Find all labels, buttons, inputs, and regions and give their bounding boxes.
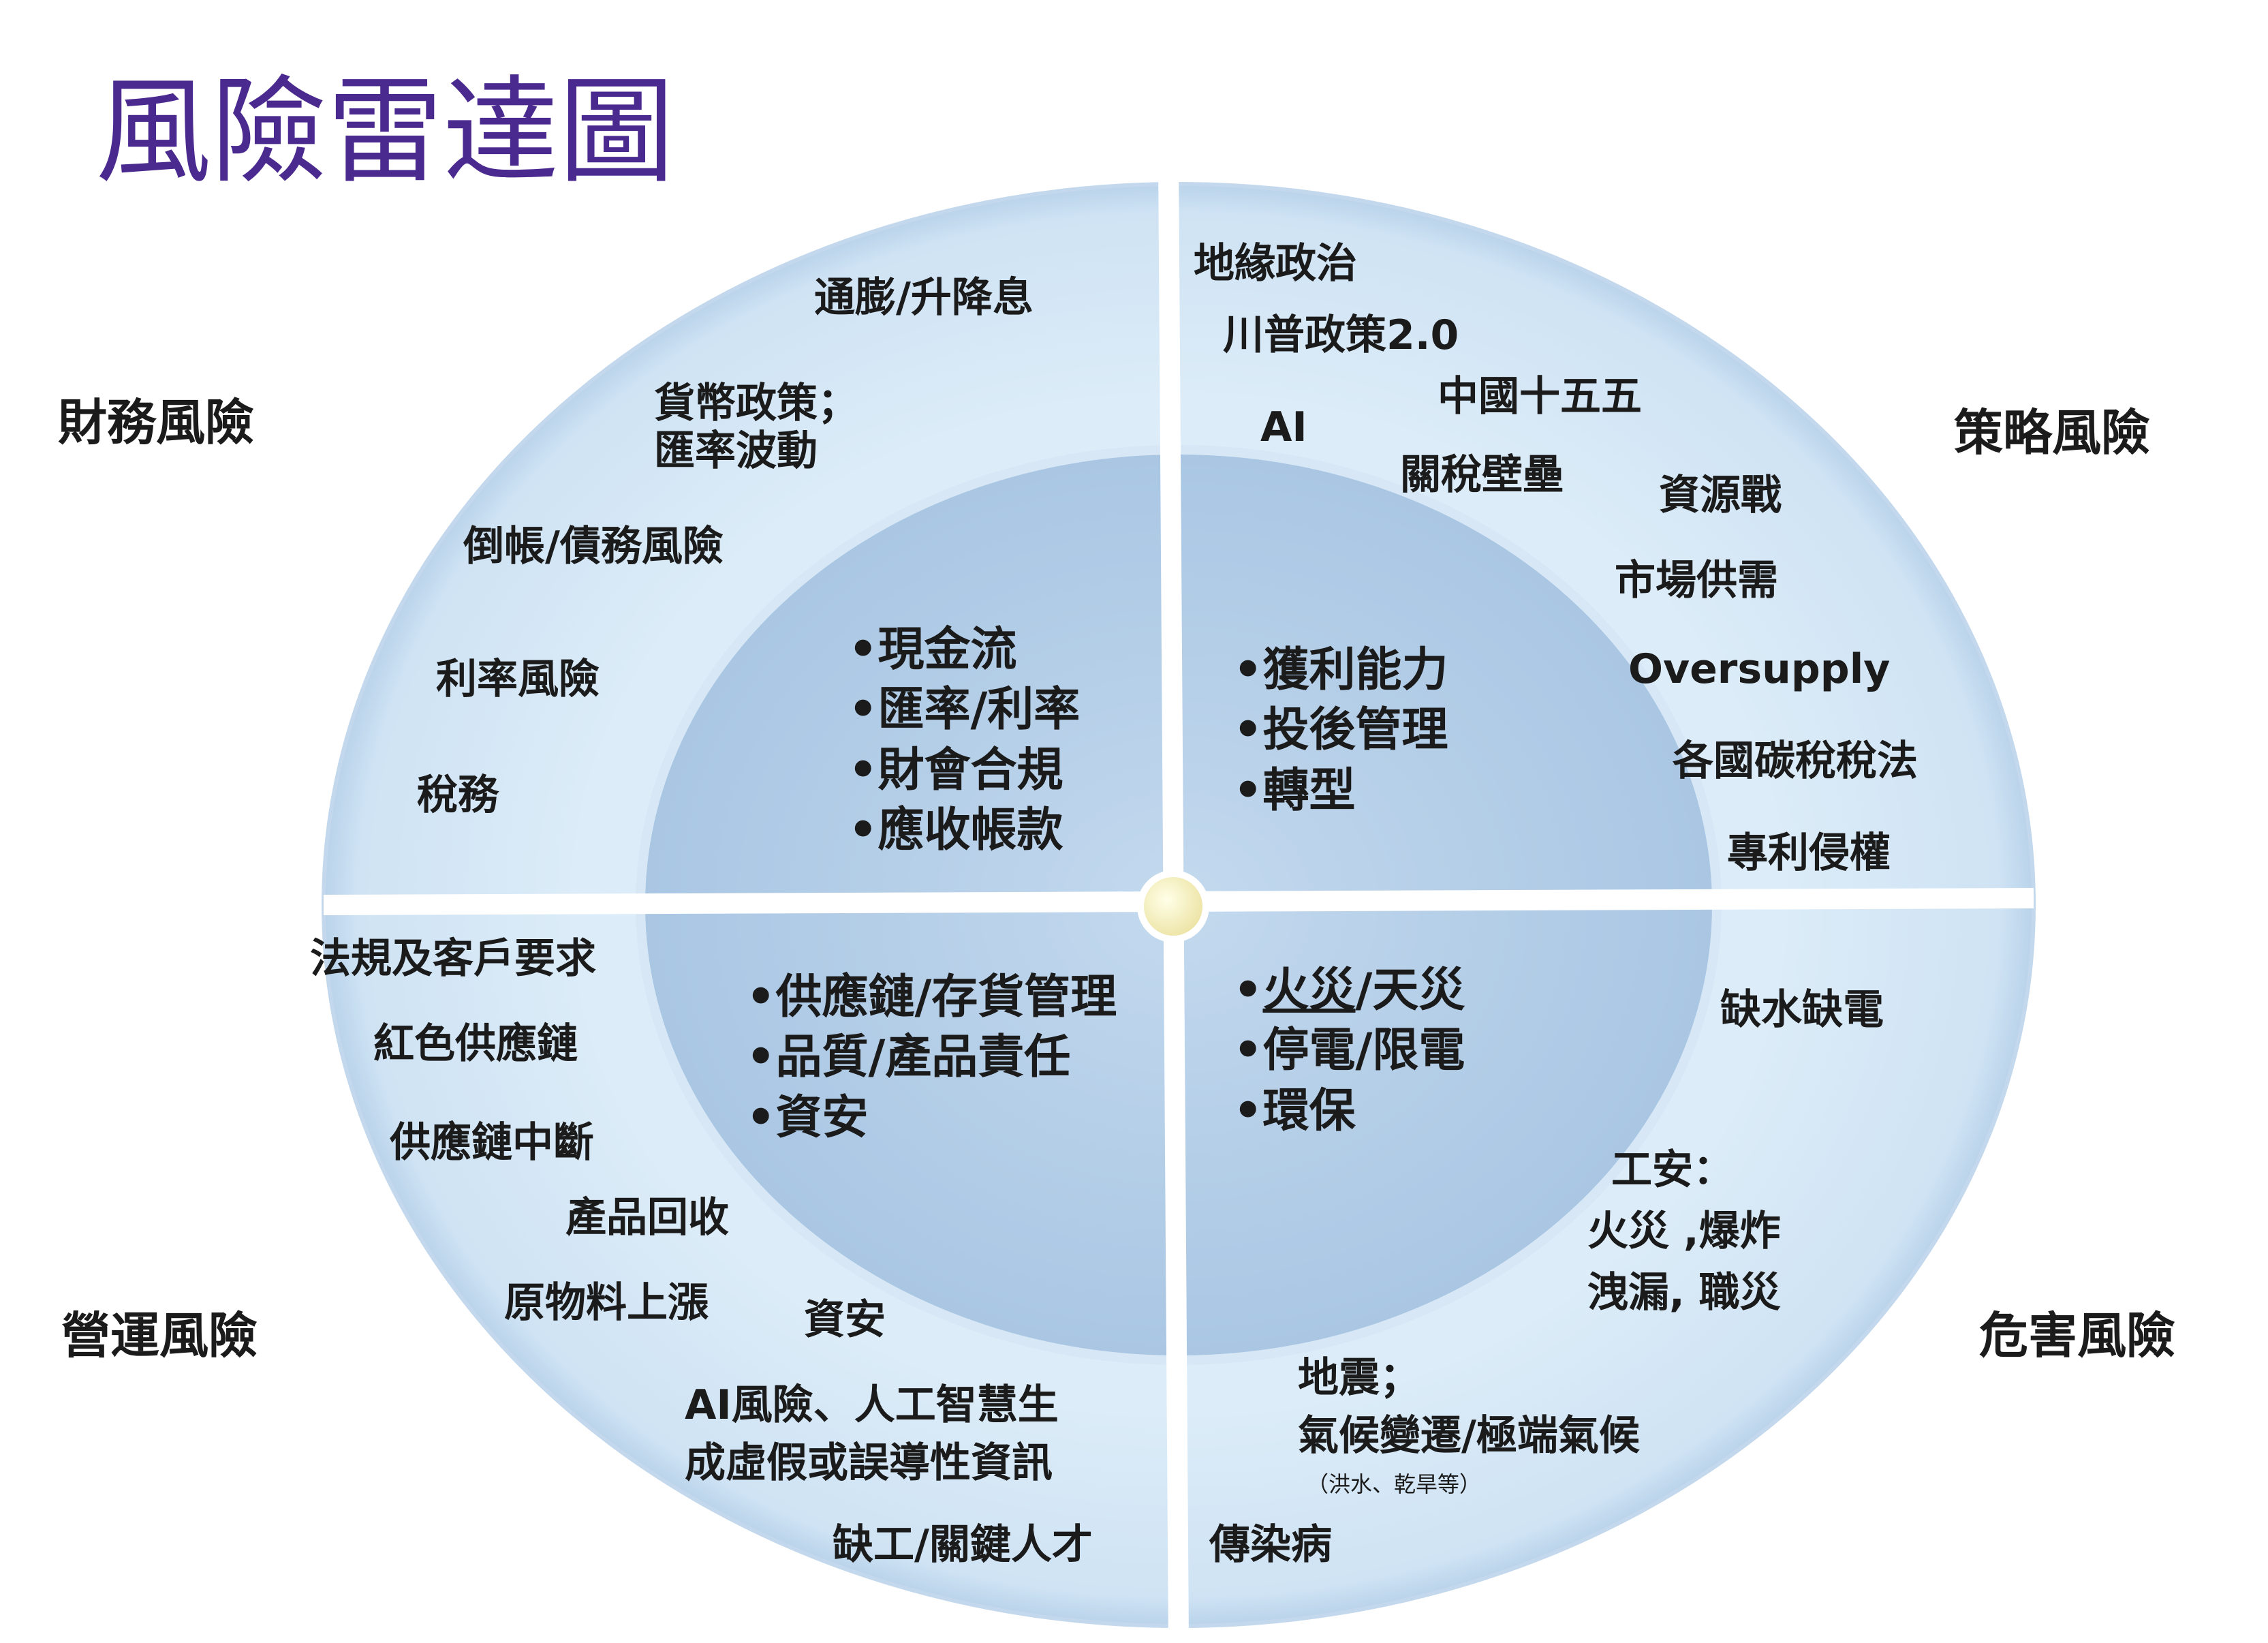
risk-tax: 稅務 (417, 771, 499, 819)
risk-safety-line1: 工安： (1611, 1146, 1734, 1194)
core-item: •財會合規 (848, 743, 1063, 797)
core-item: •環保 (1233, 1084, 1356, 1138)
core-item: •投後管理 (1233, 703, 1448, 758)
risk-tariff: 關稅壁壘 (1400, 451, 1564, 499)
core-item: •轉型 (1233, 763, 1356, 818)
hazard-core-list: •火災/天災 •停電/限電 •環保 (1233, 961, 1465, 1141)
risk-trump-policy: 川普政策2.0 (1223, 311, 1459, 359)
financial-core-list: •現金流 •匯率/利率 •財會合規 •應收帳款 (848, 620, 1080, 861)
quadrant-label-hazard: 危害風險 (1979, 1307, 2176, 1364)
risk-ai-misinfo-line2: 成虛假或誤導性資訊 (685, 1439, 1053, 1487)
risk-climate-note: （洪水、乾旱等） (1307, 1471, 1482, 1497)
core-item: •資安 (746, 1090, 869, 1145)
core-item: •供應鏈/存貨管理 (746, 970, 1117, 1024)
risk-geopolitics: 地緣政治 (1194, 240, 1357, 288)
risk-earthquake-line1: 地震； (1298, 1354, 1420, 1402)
risk-monetary-line1: 貨幣政策； (654, 380, 858, 427)
risk-bad-debt: 倒帳/債務風險 (463, 523, 724, 570)
risk-water-power: 缺水缺電 (1720, 986, 1884, 1034)
core-item-fire: 火災 (1262, 964, 1356, 1017)
risk-patent: 專利侵權 (1727, 829, 1891, 877)
core-item-disaster: /天災 (1355, 964, 1465, 1017)
risk-product-recall: 產品回收 (565, 1194, 729, 1242)
risk-safety-line2: 火災 ,爆炸 (1587, 1208, 1781, 1255)
risk-market: 市場供需 (1615, 557, 1778, 604)
risk-epidemic: 傳染病 (1209, 1521, 1332, 1569)
risk-china-plan: 中國十五五 (1438, 373, 1642, 420)
quadrant-label-financial: 財務風險 (58, 394, 255, 451)
risk-talent: 缺工/關鍵人才 (833, 1521, 1093, 1569)
risk-ai: AI (1260, 403, 1307, 451)
center-dot (1137, 870, 1209, 942)
risk-resource-war: 資源戰 (1659, 472, 1782, 519)
risk-interest-rate: 利率風險 (436, 656, 600, 703)
risk-infosec: 資安 (804, 1296, 886, 1344)
risk-material-cost: 原物料上漲 (504, 1279, 709, 1327)
risk-inflation: 通膨/升降息 (814, 274, 1034, 322)
core-item: •火災/天災 (1233, 964, 1465, 1017)
core-item: •停電/限電 (1233, 1024, 1465, 1078)
risk-monetary-line2: 匯率波動 (654, 427, 818, 475)
core-item: •現金流 (848, 623, 1017, 677)
risk-oversupply: Oversupply (1628, 645, 1891, 693)
quadrant-label-strategic: 策略風險 (1954, 404, 2151, 461)
risk-ai-misinfo-line1: AI風險、人工智慧生 (685, 1381, 1059, 1429)
risk-regulation: 法規及客戶要求 (310, 935, 596, 983)
risk-carbon-tax: 各國碳稅稅法 (1673, 737, 1918, 785)
core-item: •獲利能力 (1233, 643, 1448, 697)
core-item: •應收帳款 (848, 803, 1063, 858)
operational-core-list: •供應鏈/存貨管理 •品質/產品責任 •資安 (746, 968, 1117, 1148)
risk-safety-line3: 洩漏, 職災 (1587, 1269, 1781, 1317)
risk-supply-disruption: 供應鏈中斷 (390, 1119, 594, 1167)
page-title: 風險雷達圖 (95, 65, 675, 200)
risk-red-supply-chain: 紅色供應鏈 (373, 1020, 578, 1068)
risk-climate-line2: 氣候變遷/極端氣候 (1298, 1412, 1640, 1460)
core-item: •品質/產品責任 (746, 1030, 1071, 1085)
quadrant-label-operational: 營運風險 (61, 1307, 258, 1364)
strategic-core-list: •獲利能力 •投後管理 •轉型 (1233, 641, 1448, 821)
core-item: •匯率/利率 (848, 683, 1081, 737)
